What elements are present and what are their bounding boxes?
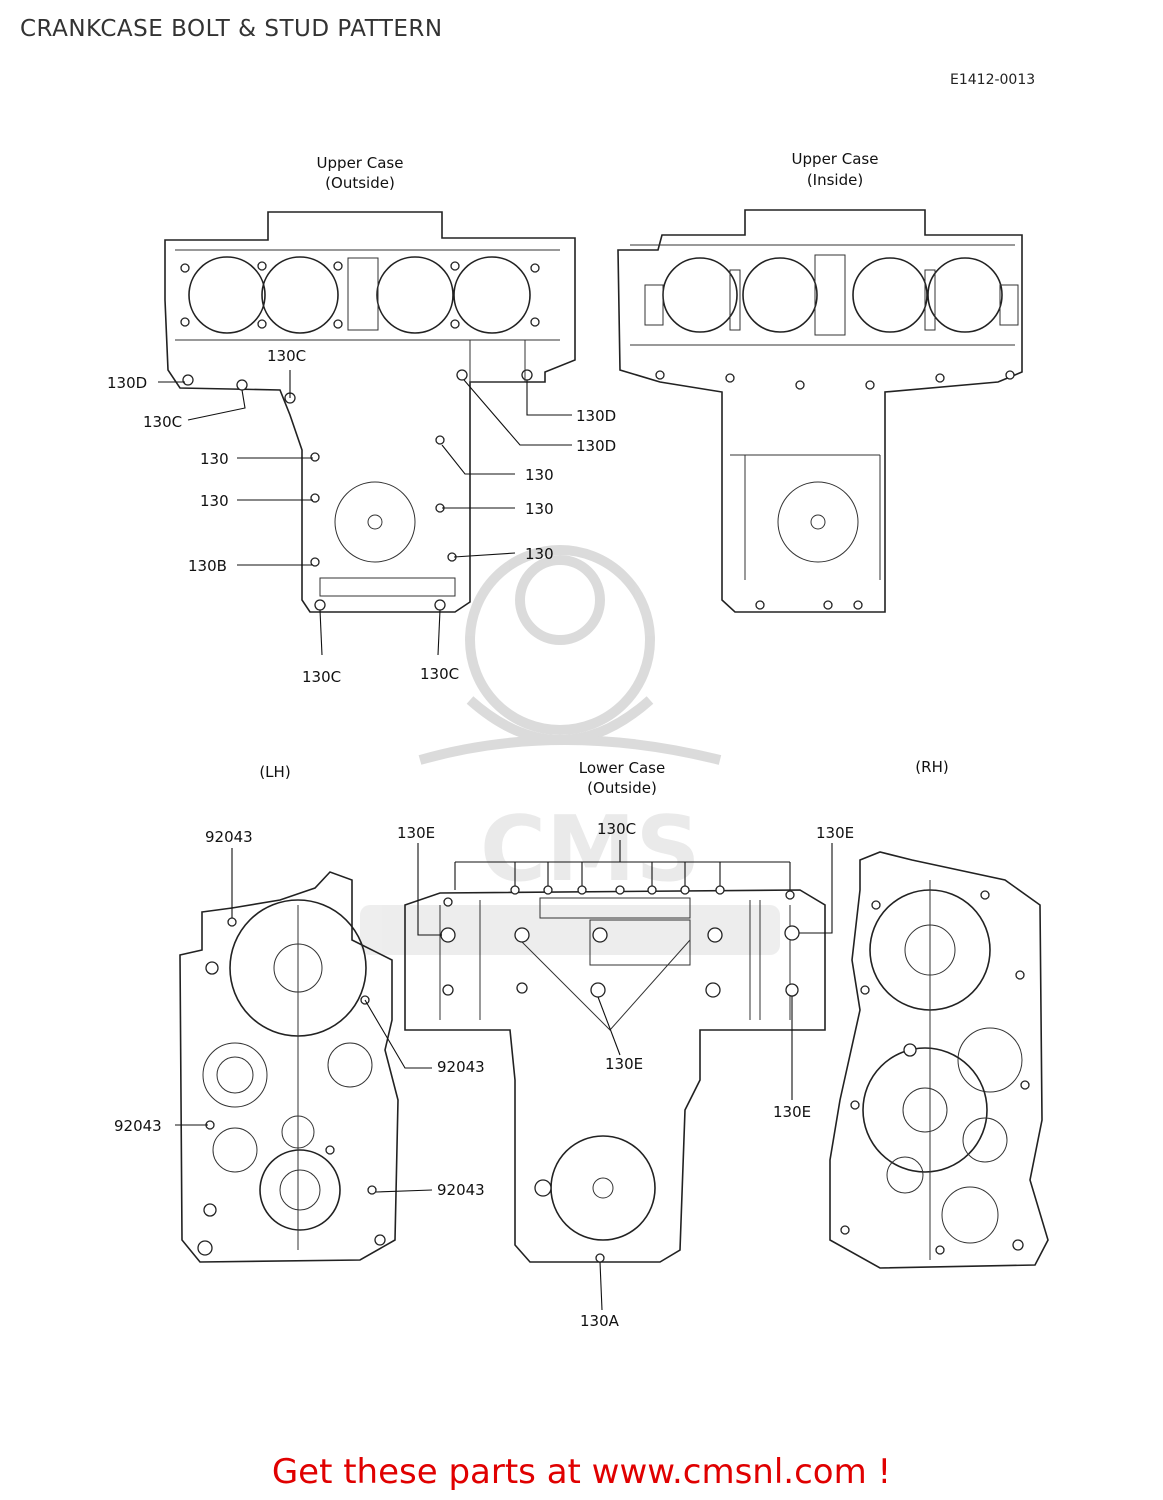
callout-92043: 92043 (205, 828, 253, 846)
callout-130E: 130E (605, 1055, 643, 1073)
cms-watermark: CMS (360, 545, 780, 955)
crankcase-diagram: CMS Upper Case (Outside) (107, 150, 1049, 1330)
lh-leaders (175, 848, 433, 1193)
callout-130: 130 (200, 492, 229, 510)
upper-inside-bolts (655, 370, 1015, 610)
callout-130: 130 (525, 500, 554, 518)
callout-92043: 92043 (437, 1181, 485, 1199)
upper-outside-leaders (158, 370, 572, 656)
callout-130C: 130C (267, 347, 306, 365)
section-subtitle-lower-outside: (Outside) (587, 779, 657, 797)
upper-case-inside: Upper Case (Inside) (617, 150, 1023, 613)
upper-outside-callouts: 130C 130D 130C 130 130 130B 130C 130C 13… (107, 347, 616, 686)
lh-case: 92043 92043 92043 92043 (114, 828, 485, 1263)
section-title-upper-inside: Upper Case (792, 150, 879, 168)
watermark-text: CMS (480, 797, 700, 902)
lh-bolts (197, 917, 386, 1256)
callout-130B: 130B (188, 557, 227, 575)
callout-130C: 130C (143, 413, 182, 431)
callout-130D: 130D (576, 407, 616, 425)
diagram-reference-code: E1412-0013 (950, 72, 1036, 88)
callout-130: 130 (200, 450, 229, 468)
upper-outside-bolts (180, 261, 540, 611)
callout-130E: 130E (816, 824, 854, 842)
callout-130E: 130E (397, 824, 435, 842)
callout-130C: 130C (302, 668, 341, 686)
section-title-lower-outside: Lower Case (579, 759, 665, 777)
callout-92043: 92043 (437, 1058, 485, 1076)
page-title: CRANKCASE BOLT & STUD PATTERN (20, 16, 443, 42)
callout-92043: 92043 (114, 1117, 162, 1135)
callout-130E: 130E (773, 1103, 811, 1121)
rh-case (829, 851, 1049, 1269)
lower-case-outside: 130E 130C 130E 130E 130E 130A (397, 820, 854, 1330)
callout-130D: 130D (107, 374, 147, 392)
callout-130C: 130C (420, 665, 459, 683)
section-title-lh: (LH) (259, 763, 290, 781)
callout-130A: 130A (580, 1312, 620, 1330)
upper-case-outside: Upper Case (Outside) (107, 154, 616, 686)
callout-130: 130 (525, 545, 554, 563)
section-title-rh: (RH) (915, 758, 948, 776)
section-subtitle-upper-outside: (Outside) (325, 174, 395, 192)
lower-outside-leaders (417, 840, 833, 1311)
section-subtitle-upper-inside: (Inside) (807, 171, 863, 189)
section-title-upper-outside: Upper Case (317, 154, 404, 172)
rh-bolts (840, 890, 1030, 1255)
callout-130D: 130D (576, 437, 616, 455)
footer-link-text[interactable]: Get these parts at www.cmsnl.com ! (271, 1452, 892, 1492)
lower-outside-bolts (440, 885, 800, 1263)
callout-130C: 130C (597, 820, 636, 838)
callout-130: 130 (525, 466, 554, 484)
